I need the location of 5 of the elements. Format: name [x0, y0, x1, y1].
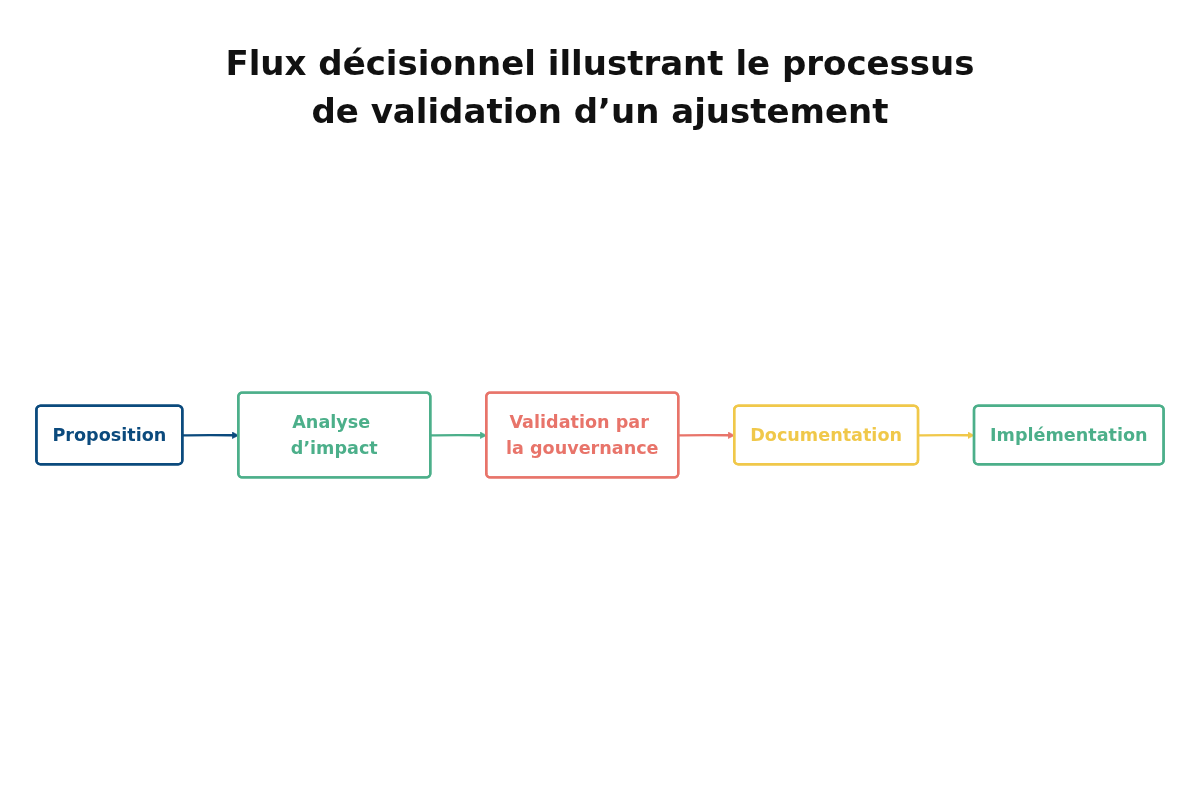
arrow — [918, 432, 975, 439]
diagram-title: Flux décisionnel illustrant le processus de validation d’un ajustement — [224, 42, 976, 133]
arrow — [430, 432, 487, 439]
arrow — [678, 432, 735, 439]
arrow — [182, 432, 239, 439]
